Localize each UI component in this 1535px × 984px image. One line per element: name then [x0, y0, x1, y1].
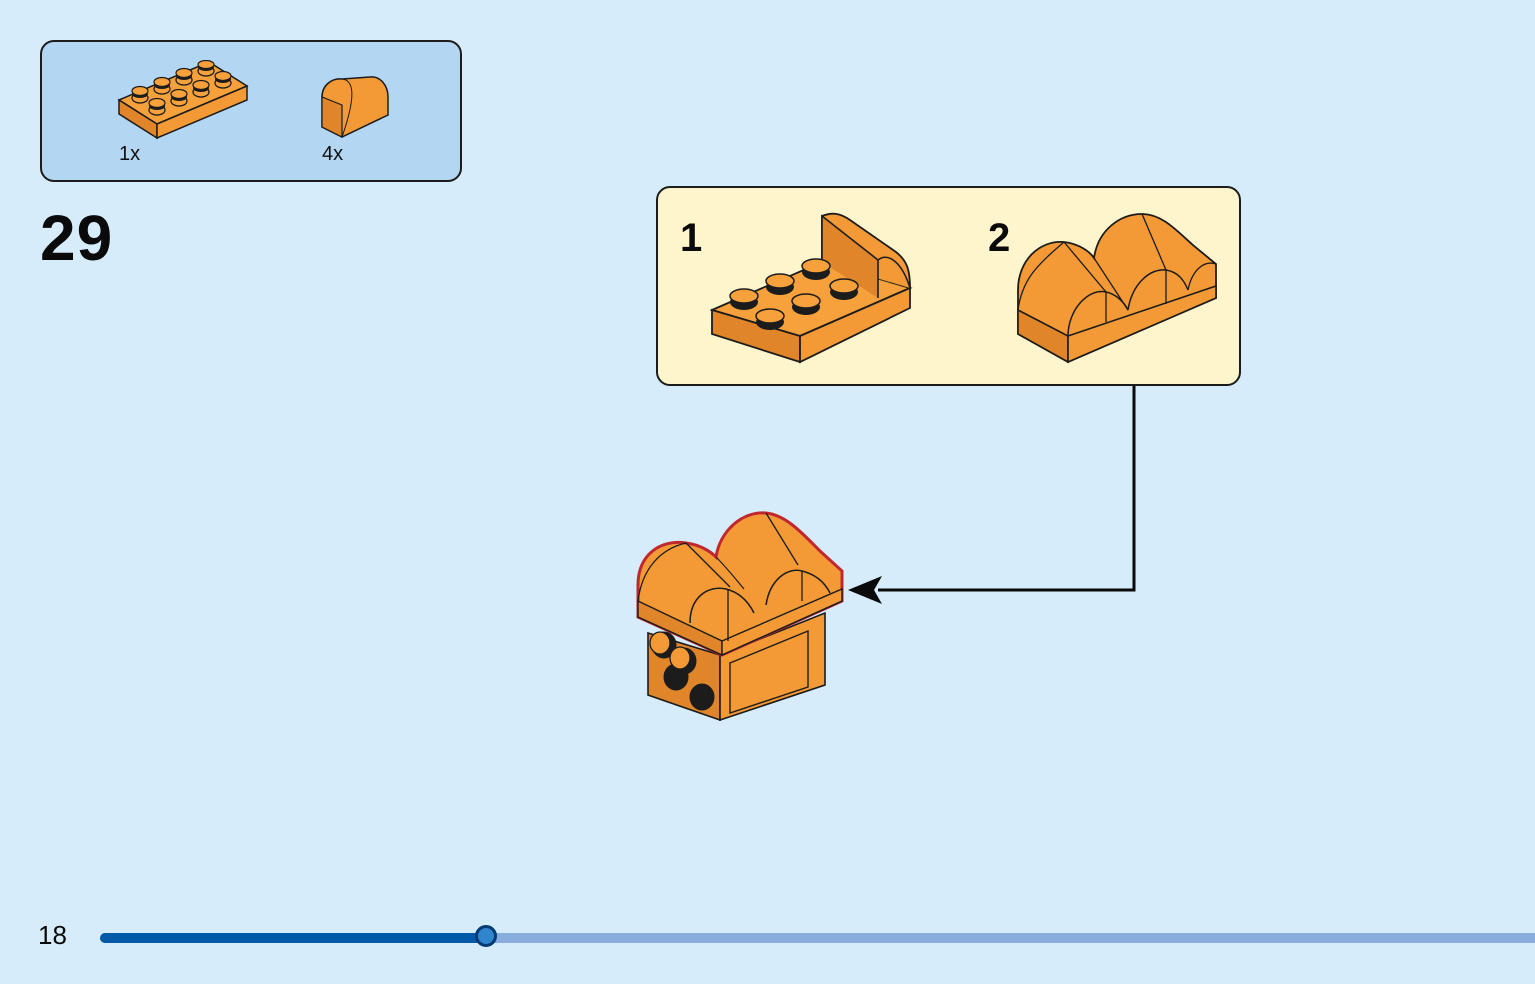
sub-step-1-image — [710, 210, 920, 365]
sub-assembly-box: 1 2 — [656, 186, 1241, 386]
progress-bar — [100, 925, 1535, 947]
sub-step-label: 1 — [680, 216, 703, 260]
part-quantity: 1x — [119, 143, 141, 165]
parts-list-box: 1x 4x — [40, 40, 462, 182]
model-assembly-image — [630, 505, 850, 730]
step-number: 29 — [40, 202, 114, 274]
curved-slope-part-image — [318, 75, 390, 141]
sub-step-label: 2 — [988, 216, 1011, 260]
progress-indicator — [475, 925, 498, 947]
page-number: 18 — [38, 920, 67, 950]
progress-bar-fill — [100, 933, 488, 943]
part-quantity: 4x — [322, 143, 344, 165]
plate-2x4-part-image — [117, 60, 252, 142]
sub-step-2-image — [1016, 210, 1226, 365]
